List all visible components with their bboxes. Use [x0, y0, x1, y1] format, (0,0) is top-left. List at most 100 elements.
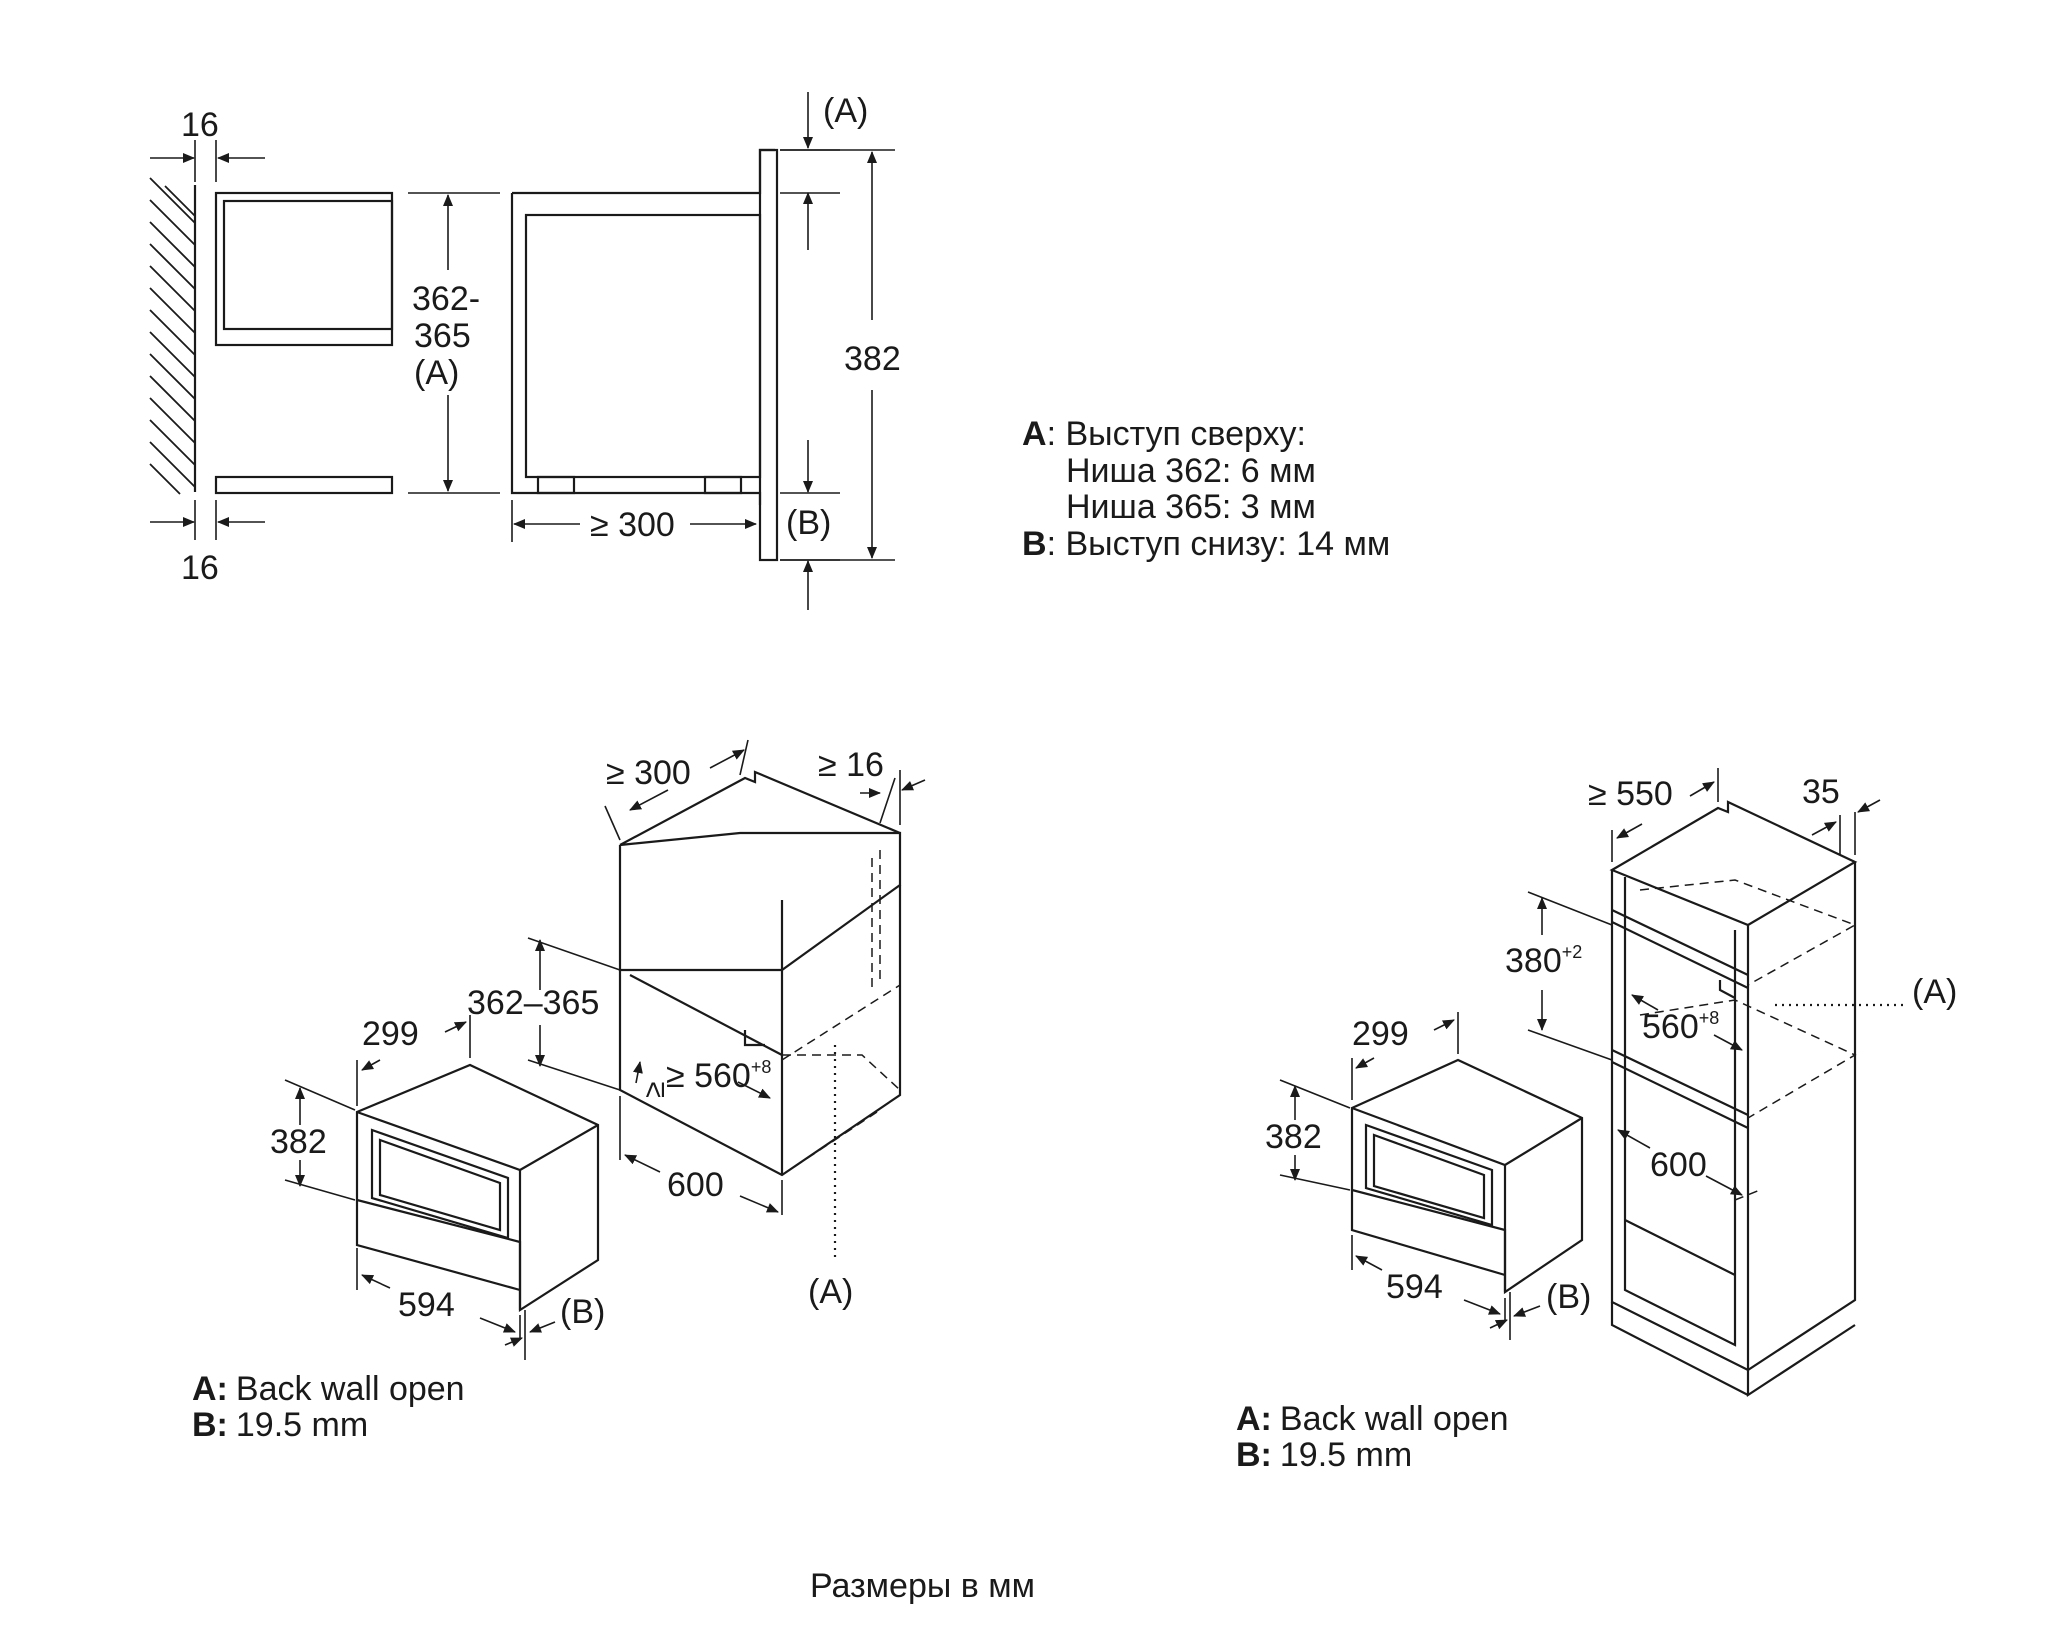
svg-text:≥ 560+8: ≥ 560+8	[666, 1057, 771, 1095]
left-side-arrow-b	[901, 779, 926, 791]
legend-b-text: : Выступ снизу: 14 мм	[1047, 525, 1391, 563]
right-dev-depth-arrow-a	[1355, 1057, 1375, 1069]
cabinet-panels	[214, 191, 394, 495]
tall-cabinet-top	[1609, 800, 1858, 927]
right-dev-w-arrow-a	[1355, 1255, 1383, 1271]
left-cab-w-arrow-a	[624, 1154, 661, 1173]
legend-a-key: A	[1022, 415, 1047, 453]
gap-bottom-label: 16	[181, 549, 219, 587]
left-dev-depth-label: 299	[362, 1015, 419, 1053]
right-cab-w-arrow-a	[1617, 1129, 1651, 1149]
right-cab-depth-arrow-a	[1616, 823, 1643, 839]
gap-top-label: 16	[181, 106, 219, 144]
right-legend-a-text: Back wall open	[1280, 1400, 1509, 1438]
right-side-label: 35	[1802, 773, 1840, 811]
legend-b-key: B	[1022, 525, 1047, 563]
svg-text:380+2: 380+2	[1505, 942, 1582, 980]
left-niche-w-arrow-a	[633, 1061, 643, 1084]
left-cab-depth-label: ≥ 300	[606, 754, 691, 792]
svg-text:≥: ≥	[638, 1082, 671, 1098]
right-marker-a: (A)	[1912, 973, 1957, 1011]
right-side-arrow-a	[1811, 821, 1837, 836]
left-cab-depth-arrow-b	[709, 749, 745, 769]
right-niche-w-arrow-a	[1631, 994, 1659, 1011]
appliance-side-profile	[510, 148, 779, 562]
proj-a-label: (A)	[823, 92, 868, 130]
left-dev-w-arrow-b	[479, 1317, 516, 1333]
svg-text:A: Выступ сверху:: A: Выступ сверху:	[1022, 415, 1306, 453]
right-legend-b-key: B:	[1236, 1436, 1272, 1474]
svg-text:A:Back wall open: A:Back wall open	[1236, 1400, 1509, 1438]
right-niche-w-sup: +8	[1699, 1008, 1720, 1028]
left-niche-w-label: ≥ 560	[666, 1057, 751, 1095]
right-isometric-drawing: (A) ≥ 550 35 380+2 560+8	[1265, 768, 1957, 1398]
left-legend-b-text: 19.5 mm	[236, 1406, 368, 1444]
svg-text:B:19.5 mm: B:19.5 mm	[192, 1406, 368, 1444]
left-legend-b-key: B:	[192, 1406, 228, 1444]
left-legend: A:Back wall open B:19.5 mm	[192, 1370, 465, 1444]
svg-text:B:19.5 mm: B:19.5 mm	[1236, 1436, 1412, 1474]
left-niche-h-label: 362–365	[467, 984, 599, 1022]
right-legend-a-key: A:	[1236, 1400, 1272, 1438]
upper-cabinet-top	[619, 770, 901, 846]
svg-text:A:Back wall open: A:Back wall open	[192, 1370, 465, 1408]
side-section-drawing: 16 16 362- 365 (A) ≥ 300	[149, 92, 901, 610]
right-cab-depth-arrow-b	[1689, 781, 1715, 797]
wall-hatch	[149, 177, 197, 495]
left-marker-b: (B)	[560, 1293, 605, 1331]
right-marker-b: (B)	[1546, 1278, 1591, 1316]
left-dev-depth-arrow-b	[444, 1021, 467, 1033]
left-legend-a-text: Back wall open	[236, 1370, 465, 1408]
legend-a-text: : Выступ сверху:	[1047, 415, 1306, 453]
right-dev-w-arrow-b	[1463, 1299, 1501, 1315]
upper-cabinet-front	[618, 831, 902, 972]
right-appliance	[1350, 1058, 1584, 1295]
left-b-arrow-a	[504, 1337, 523, 1347]
left-marker-a: (A)	[808, 1273, 853, 1311]
right-side-arrow-b	[1857, 799, 1881, 813]
right-dev-height-label: 382	[1265, 1118, 1322, 1156]
right-legend-b-text: 19.5 mm	[1280, 1436, 1412, 1474]
top-legend: A: Выступ сверху: Ниша 362: 6 мм Ниша 36…	[1022, 415, 1390, 563]
left-side-label: ≥ 16	[818, 746, 884, 784]
right-niche-w-arrow-b	[1713, 1034, 1743, 1051]
right-niche-h-sup: +2	[1562, 942, 1583, 962]
right-dev-depth-arrow-b	[1433, 1019, 1455, 1031]
depth-label: ≥ 300	[590, 506, 675, 544]
left-dev-w-label: 594	[398, 1286, 455, 1324]
left-legend-a-key: A:	[192, 1370, 228, 1408]
right-niche-h-label: 380	[1505, 942, 1562, 980]
right-cab-w-arrow-b	[1705, 1175, 1743, 1196]
svg-text:560+8: 560+8	[1642, 1008, 1719, 1046]
right-cab-w-label: 600	[1650, 1146, 1707, 1184]
right-legend: A:Back wall open B:19.5 mm	[1236, 1400, 1509, 1474]
legend-a-line2: Ниша 362: 6 мм	[1066, 452, 1316, 490]
right-dev-depth-label: 299	[1352, 1015, 1409, 1053]
right-b-arrow-b	[1513, 1305, 1541, 1317]
units-footer: Размеры в мм	[810, 1567, 1035, 1605]
right-dev-w-label: 594	[1386, 1268, 1443, 1306]
left-isometric-drawing: (A) ≥ 300 ≥ 16 362–365 ≥	[270, 739, 926, 1360]
left-appliance	[355, 1063, 600, 1313]
proj-b-label: (B)	[786, 504, 831, 542]
left-cab-w-label: 600	[667, 1166, 724, 1204]
left-niche-w-sup: +8	[751, 1057, 772, 1077]
niche-height-line3: (A)	[414, 354, 459, 392]
left-b-arrow-b	[529, 1321, 556, 1333]
right-cab-depth-label: ≥ 550	[1588, 775, 1673, 813]
svg-text:B: Выступ снизу: 14 мм: B: Выступ снизу: 14 мм	[1022, 525, 1390, 563]
left-dev-depth-arrow-a	[361, 1059, 381, 1071]
left-cab-w-arrow-b	[739, 1195, 779, 1213]
left-niche-w-arrow-b	[737, 1081, 771, 1099]
left-cab-depth-arrow-a	[629, 789, 669, 811]
legend-a-line3: Ниша 365: 3 мм	[1066, 488, 1316, 526]
height-label: 382	[844, 340, 901, 378]
left-dev-height-label: 382	[270, 1123, 327, 1161]
right-niche-w-label: 560	[1642, 1008, 1699, 1046]
niche-height-line1: 362-	[412, 280, 480, 318]
left-dev-w-arrow-a	[361, 1274, 391, 1289]
right-b-arrow-a	[1489, 1319, 1508, 1330]
niche-height-line2: 365	[414, 317, 471, 355]
